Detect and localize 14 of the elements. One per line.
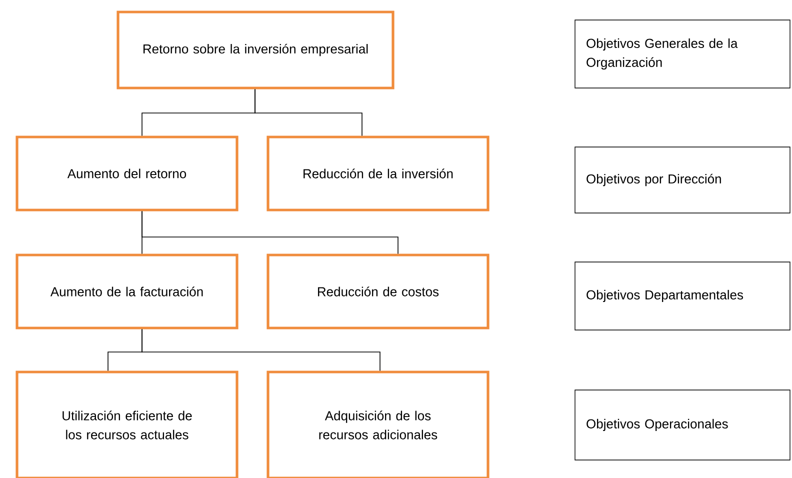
level-label-box: Objetivos por Dirección (574, 146, 790, 214)
objective-box: Retorno sobre la inversión empresarial (116, 10, 394, 90)
level-label-box: Objetivos Operacionales (574, 390, 790, 460)
objective-box: Aumento del retorno (16, 136, 238, 212)
connector-line (142, 328, 380, 372)
connector-line (254, 88, 362, 136)
connector-line (142, 210, 398, 254)
objective-box: Reducción de la inversión (266, 136, 490, 212)
level-label-box: Objetivos Generales de la Organización (574, 20, 790, 88)
objective-box: Aumento de la facturación (16, 254, 238, 330)
objective-box: Adquisición de los recursos adicionales (266, 370, 490, 478)
level-label-box: Objetivos Departamentales (574, 262, 790, 330)
objective-box: Reducción de costos (266, 254, 490, 330)
objective-box: Utilización eficiente de los recursos actuales (16, 370, 238, 478)
